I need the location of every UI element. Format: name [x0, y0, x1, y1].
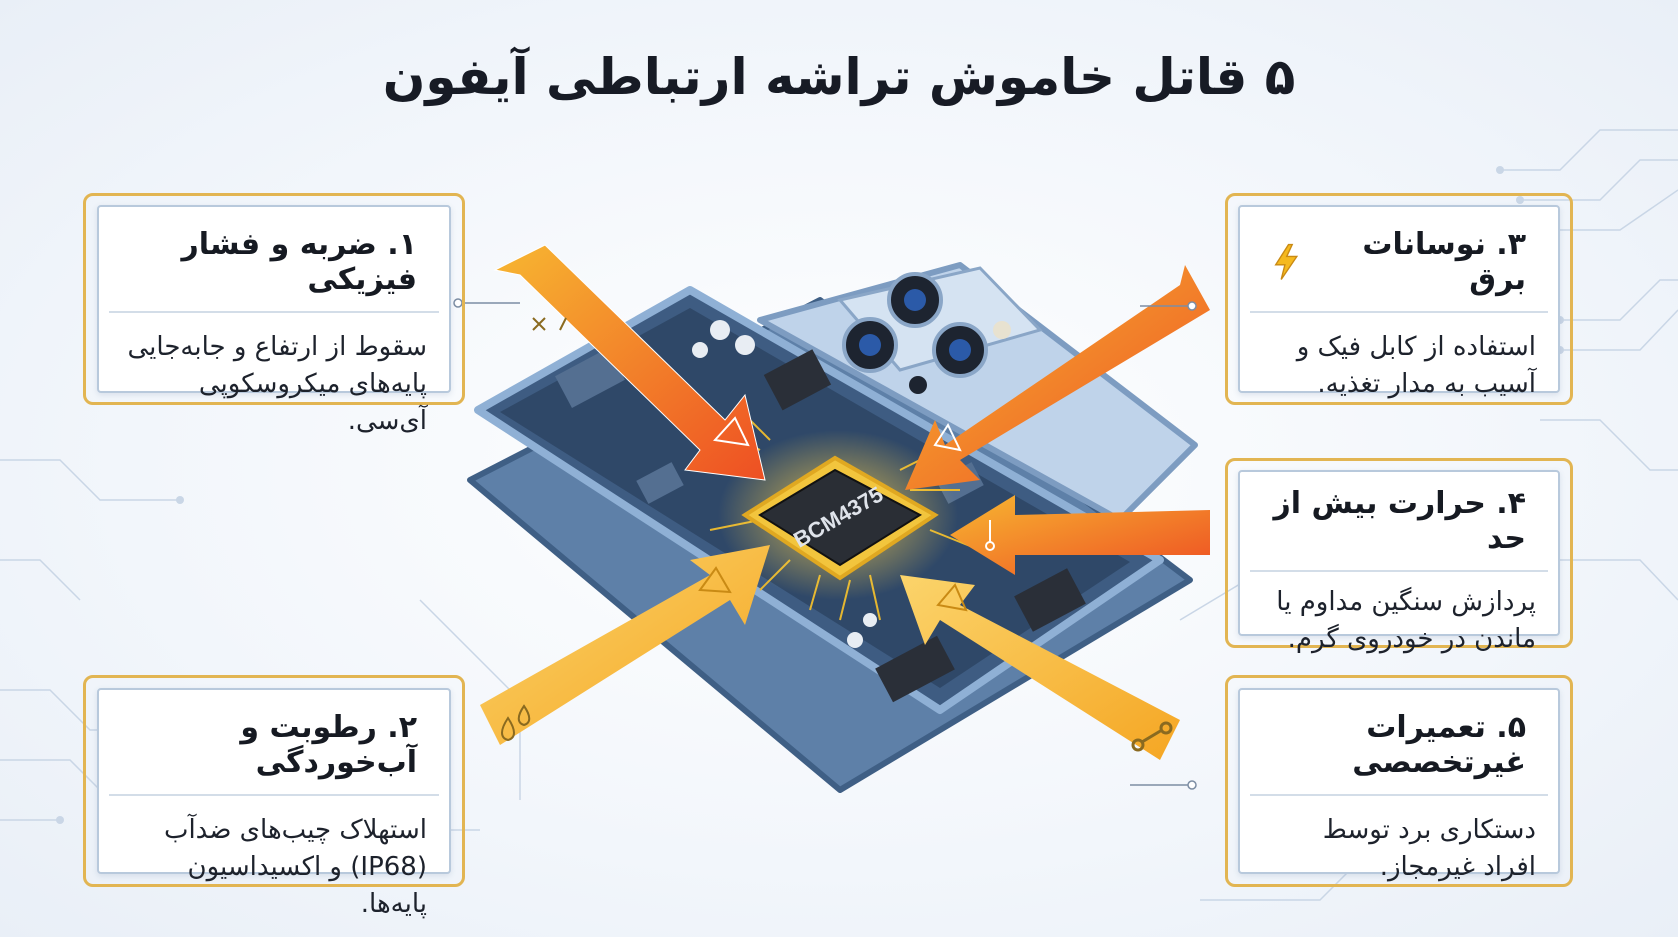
card-frame-2: [83, 675, 465, 887]
card-heading: ۴. حرارت بیش از حد: [1250, 472, 1548, 572]
camera-lens-icon: [842, 272, 1011, 394]
connector-lines: [453, 298, 1197, 790]
lightning-icon: [1274, 243, 1299, 280]
card-physical-impact: ۱. ضربه و فشار فیزیکی سقوط از ارتفاع و ج…: [97, 205, 451, 436]
warning-icon: [933, 422, 962, 452]
card-overheating: ۴. حرارت بیش از حد پردازش سنگین مداوم یا…: [1238, 470, 1560, 654]
card-humidity: ۲. رطوبت و آب‌خوردگی استهلاک چیب‌های ضدآ…: [97, 688, 451, 919]
card-heading: ۲. رطوبت و آب‌خوردگی: [109, 690, 439, 796]
card-frame-1: [83, 193, 465, 405]
card-power-surge: ۳. نوسانات برق استفاده از کابل فیک و آسی…: [1238, 205, 1560, 399]
card-unprofessional-repair: ۵. تعمیرات غیرتخصصی دستکاری برد توسط افر…: [1238, 688, 1560, 882]
arrow-impact: [493, 244, 766, 481]
water-drop-icon: [501, 704, 531, 742]
warning-icon: [936, 583, 968, 612]
card-heading: ۱. ضربه و فشار فیزیکی: [109, 207, 439, 313]
phone-back: [757, 262, 1198, 523]
card-body: دستکاری برد توسط افراد غیرمجاز.: [1322, 815, 1536, 882]
card-heading: ۵. تعمیرات غیرتخصصی: [1250, 690, 1548, 796]
arrow-water: [480, 545, 770, 745]
card-heading-row: ۳. نوسانات برق: [1250, 207, 1548, 313]
impact-icon: [532, 317, 567, 331]
card-heading: ۳. نوسانات برق: [1362, 227, 1526, 297]
chip: [718, 430, 958, 600]
page-title: ۵ قاتل خاموش تراشه ارتباطی آیفون: [382, 48, 1296, 106]
arrow-repair: [900, 575, 1180, 760]
card-body: پردازش سنگین مداوم یا ماندن در خودروی گر…: [1276, 587, 1536, 654]
thermometer-icon: [985, 520, 995, 551]
arrow-power: [905, 265, 1210, 490]
warning-icon: [713, 416, 750, 447]
card-frame-5: [1225, 675, 1573, 887]
wrench-icon: [1131, 721, 1173, 752]
arrow-heat: [950, 495, 1210, 575]
card-body: استهلاک چیب‌های ضدآب (IP68) و اکسیداسیون…: [163, 815, 427, 919]
card-frame-4: [1225, 458, 1573, 648]
card-body: استفاده از کابل فیک و آسیب به مدار تغذیه…: [1296, 332, 1536, 399]
warning-icon: [698, 566, 732, 594]
card-frame-3: [1225, 193, 1573, 405]
card-body: سقوط از ارتفاع و جابه‌جایی پایه‌های میکر…: [127, 332, 427, 436]
